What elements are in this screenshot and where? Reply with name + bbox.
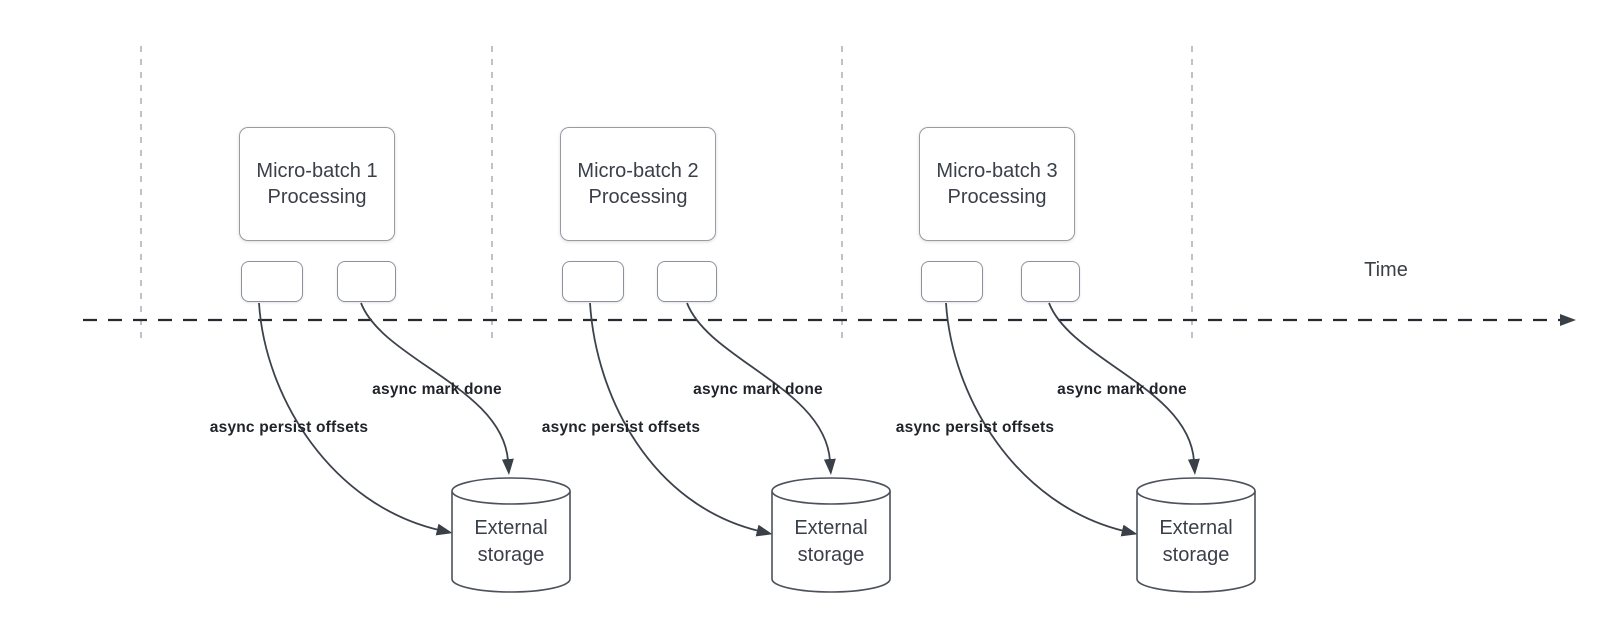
mark-done-label-2: async mark done — [693, 381, 823, 398]
persist-offsets-label-3: async persist offsets — [895, 419, 1055, 436]
processing-box-label-line1: Micro-batch 1 — [256, 160, 378, 182]
external-storage-label-2: External storage — [772, 515, 890, 569]
mark-done-arrow-1 — [360, 302, 514, 475]
persist-offsets-arrow-2 — [589, 302, 773, 537]
micro-batch-1-processing-box: Micro-batch 1 Processing — [239, 127, 395, 241]
storage-label-line1: External — [1159, 517, 1233, 539]
storage-cylinder-2 — [771, 477, 891, 593]
storage-cylinder-3 — [1136, 477, 1256, 593]
processing-box-label-line2: Processing — [267, 186, 367, 208]
micro-batch-2-processing-box: Micro-batch 2 Processing — [560, 127, 716, 241]
external-storage-label-3: External storage — [1137, 515, 1255, 569]
storage-cylinder-1 — [451, 477, 571, 593]
external-storage-label-1: External storage — [452, 515, 570, 569]
mark-done-arrow-2 — [686, 302, 836, 475]
processing-box-label-line1: Micro-batch 2 — [577, 160, 699, 182]
mark-done-label-1: async mark done — [372, 381, 502, 398]
persist-task-box-2 — [562, 261, 624, 302]
storage-label-line2: storage — [1162, 544, 1230, 566]
processing-box-label-line2: Processing — [588, 186, 688, 208]
processing-box-label-line1: Micro-batch 3 — [936, 160, 1058, 182]
storage-label-line1: External — [474, 517, 548, 539]
mark-task-box-1 — [337, 261, 396, 302]
mark-task-box-3 — [1021, 261, 1080, 302]
storage-label-line1: External — [794, 517, 868, 539]
persist-task-box-1 — [241, 261, 303, 302]
persist-offsets-arrow-3 — [945, 302, 1138, 537]
processing-box-label-line2: Processing — [947, 186, 1047, 208]
persist-offsets-label-1: async persist offsets — [209, 419, 369, 436]
mark-task-box-2 — [657, 261, 717, 302]
mark-done-label-3: async mark done — [1057, 381, 1187, 398]
mark-done-arrow-3 — [1048, 302, 1200, 475]
storage-label-line2: storage — [477, 544, 545, 566]
time-axis-label: Time — [1364, 259, 1408, 281]
micro-batch-3-processing-box: Micro-batch 3 Processing — [919, 127, 1075, 241]
persist-offsets-arrow-1 — [258, 302, 453, 536]
storage-label-line2: storage — [797, 544, 865, 566]
persist-offsets-label-2: async persist offsets — [541, 419, 701, 436]
persist-task-box-3 — [921, 261, 983, 302]
